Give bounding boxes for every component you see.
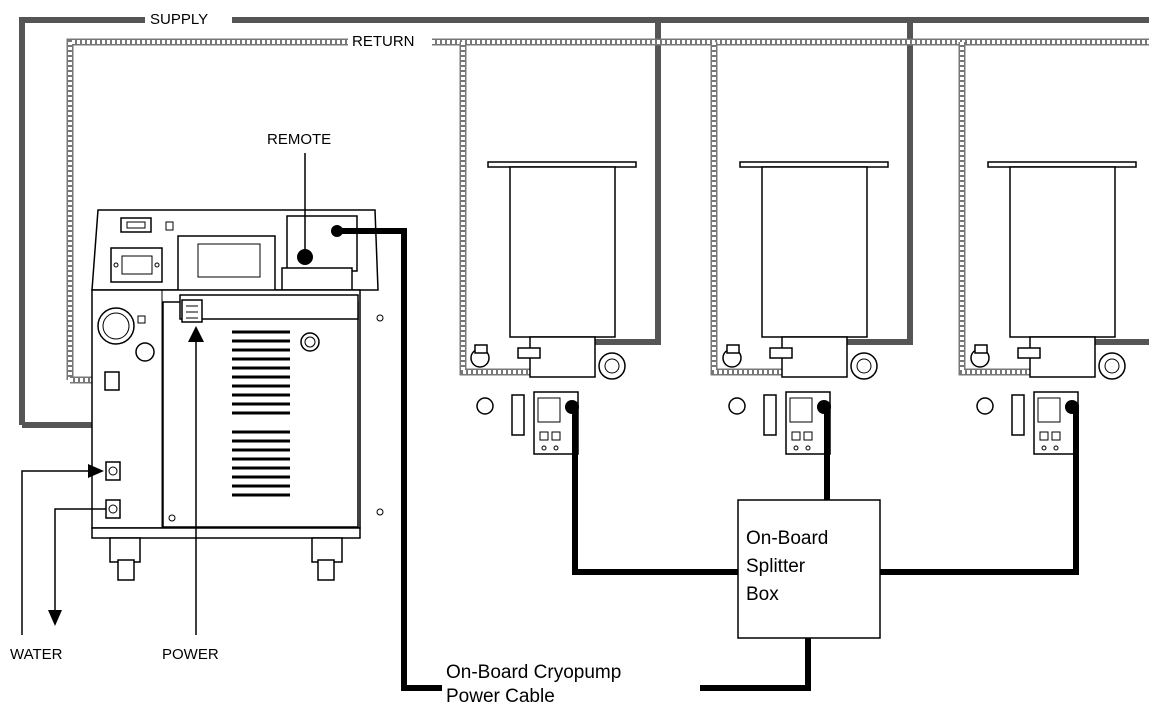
water-label: WATER: [10, 646, 63, 663]
remote-cable-connector-icon: [331, 225, 343, 237]
water-in-arrow-icon: [88, 464, 104, 478]
compressor-connector-panel: [110, 247, 163, 283]
cable-label-line2: Power Cable: [446, 686, 555, 707]
remote-port-panel: [286, 215, 358, 272]
water-callout: [21, 464, 106, 635]
compressor-vent-grille: [232, 330, 290, 497]
supply-fitting-icon: [300, 332, 320, 352]
splitter-label-line1: On-Board: [746, 528, 828, 549]
cryopump-cylinder: [1009, 166, 1116, 338]
supply-label: SUPPLY: [150, 11, 208, 28]
return-fitting-icon: [104, 371, 120, 391]
power-label: POWER: [162, 646, 219, 663]
power-connector-icon: [181, 299, 203, 323]
water-in-fitting-icon: [105, 461, 121, 481]
cryopump-valve-icon: [976, 397, 994, 415]
power-callout: [188, 326, 204, 635]
remote-label: REMOTE: [267, 131, 331, 148]
cryopump-3: [970, 161, 1137, 455]
cryopump-valve-icon: [476, 397, 494, 415]
remote-port-icon: [297, 249, 313, 265]
cryopump-power-cables: [337, 228, 1079, 691]
water-out-arrow-icon: [48, 610, 62, 626]
return-line: [66, 38, 1149, 384]
splitter-label-line3: Box: [746, 584, 779, 605]
cryopump-cylinder: [761, 166, 868, 338]
compressor-indicator: [120, 217, 152, 233]
cable-label-line1: On-Board Cryopump: [446, 662, 621, 683]
splitter-label-line2: Splitter: [746, 556, 806, 577]
caster-left: [117, 559, 135, 581]
splitter-box: [737, 499, 881, 639]
cryopump-valve-icon: [728, 397, 746, 415]
cryopump-2: [722, 161, 889, 455]
cryopump-1: [470, 161, 637, 455]
compressor-base: [91, 527, 361, 539]
power-arrow-icon: [188, 326, 204, 342]
water-out-fitting-icon: [105, 499, 121, 519]
compressor: [91, 209, 384, 581]
caster-right: [317, 559, 335, 581]
compressor-display-panel: [177, 235, 276, 297]
cryopump-cylinder: [509, 166, 616, 338]
return-label: RETURN: [352, 33, 415, 50]
